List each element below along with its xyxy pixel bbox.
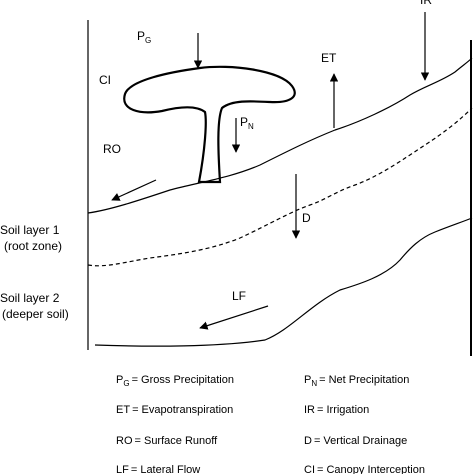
legend-item-surface-runoff: RO= Surface Runoff (116, 435, 218, 447)
surface-runoff-arrow (111, 179, 157, 201)
legend-item-gross-precipitation: PG= Gross Precipitation (116, 374, 234, 388)
soil-layer-1-note: (root zone) (4, 239, 62, 253)
tree-canopy-shape (123, 65, 296, 184)
deeper-soil-boundary-line (94, 217, 473, 347)
legend-item-evapotranspiration: ET= Evapotranspiration (116, 404, 233, 416)
legend-item-lateral-flow: LF= Lateral Flow (116, 464, 200, 474)
legend: PG= Gross Precipitation PN= Net Precipit… (116, 374, 425, 474)
legend-item-vertical-drainage: D= Vertical Drainage (304, 435, 407, 447)
legend-item-canopy-interception: CI= Canopy Interception (304, 464, 425, 474)
soil-layer-2-note: (deeper soil) (2, 307, 69, 321)
legend-item-irrigation: IR= Irrigation (304, 404, 369, 416)
label-ir: IR (420, 0, 432, 7)
label-ci: CI (99, 73, 111, 87)
label-et: ET (321, 51, 337, 65)
soil-layer-2-title: Soil layer 2 (0, 291, 60, 305)
ground-surface-line (87, 57, 473, 214)
label-lf: LF (232, 289, 246, 303)
label-pn: PN (240, 115, 254, 131)
root-zone-boundary-line (87, 107, 473, 267)
legend-item-net-precipitation: PN= Net Precipitation (304, 374, 409, 388)
label-d: D (302, 211, 311, 225)
lateral-flow-arrow (199, 305, 269, 330)
soil-layer-1-title: Soil layer 1 (0, 223, 60, 237)
label-pg: PG (137, 29, 151, 45)
label-ro: RO (103, 142, 121, 156)
